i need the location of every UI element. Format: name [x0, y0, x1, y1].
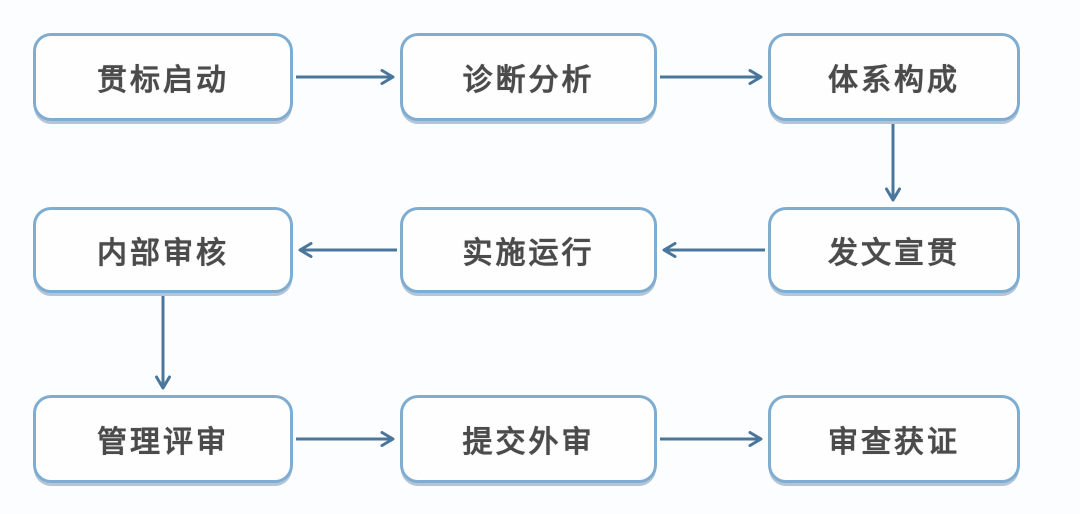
- flow-node-diagnosis: 诊断分析: [400, 33, 657, 121]
- flow-node-label: 审查获证: [828, 426, 960, 459]
- flow-node-label: 内部审核: [97, 237, 229, 270]
- flow-node-label: 贯标启动: [97, 64, 229, 97]
- flow-node-launch: 贯标启动: [33, 33, 293, 121]
- flow-node-system-composition: 体系构成: [768, 33, 1020, 121]
- flow-node-label: 实施运行: [462, 237, 595, 270]
- flow-node-implementation: 实施运行: [400, 207, 657, 293]
- flow-node-label: 管理评审: [97, 426, 229, 459]
- flow-node-label: 提交外审: [462, 426, 595, 459]
- flow-node-label: 诊断分析: [462, 64, 595, 97]
- flow-node-management-review: 管理评审: [33, 395, 293, 483]
- flow-node-certification: 审查获证: [768, 395, 1020, 483]
- flow-node-label: 体系构成: [828, 64, 960, 97]
- flow-node-submit-external-audit: 提交外审: [400, 395, 657, 483]
- flow-node-internal-audit: 内部审核: [33, 207, 293, 293]
- flow-node-label: 发文宣贯: [828, 237, 960, 270]
- flow-node-document-promotion: 发文宣贯: [768, 207, 1020, 293]
